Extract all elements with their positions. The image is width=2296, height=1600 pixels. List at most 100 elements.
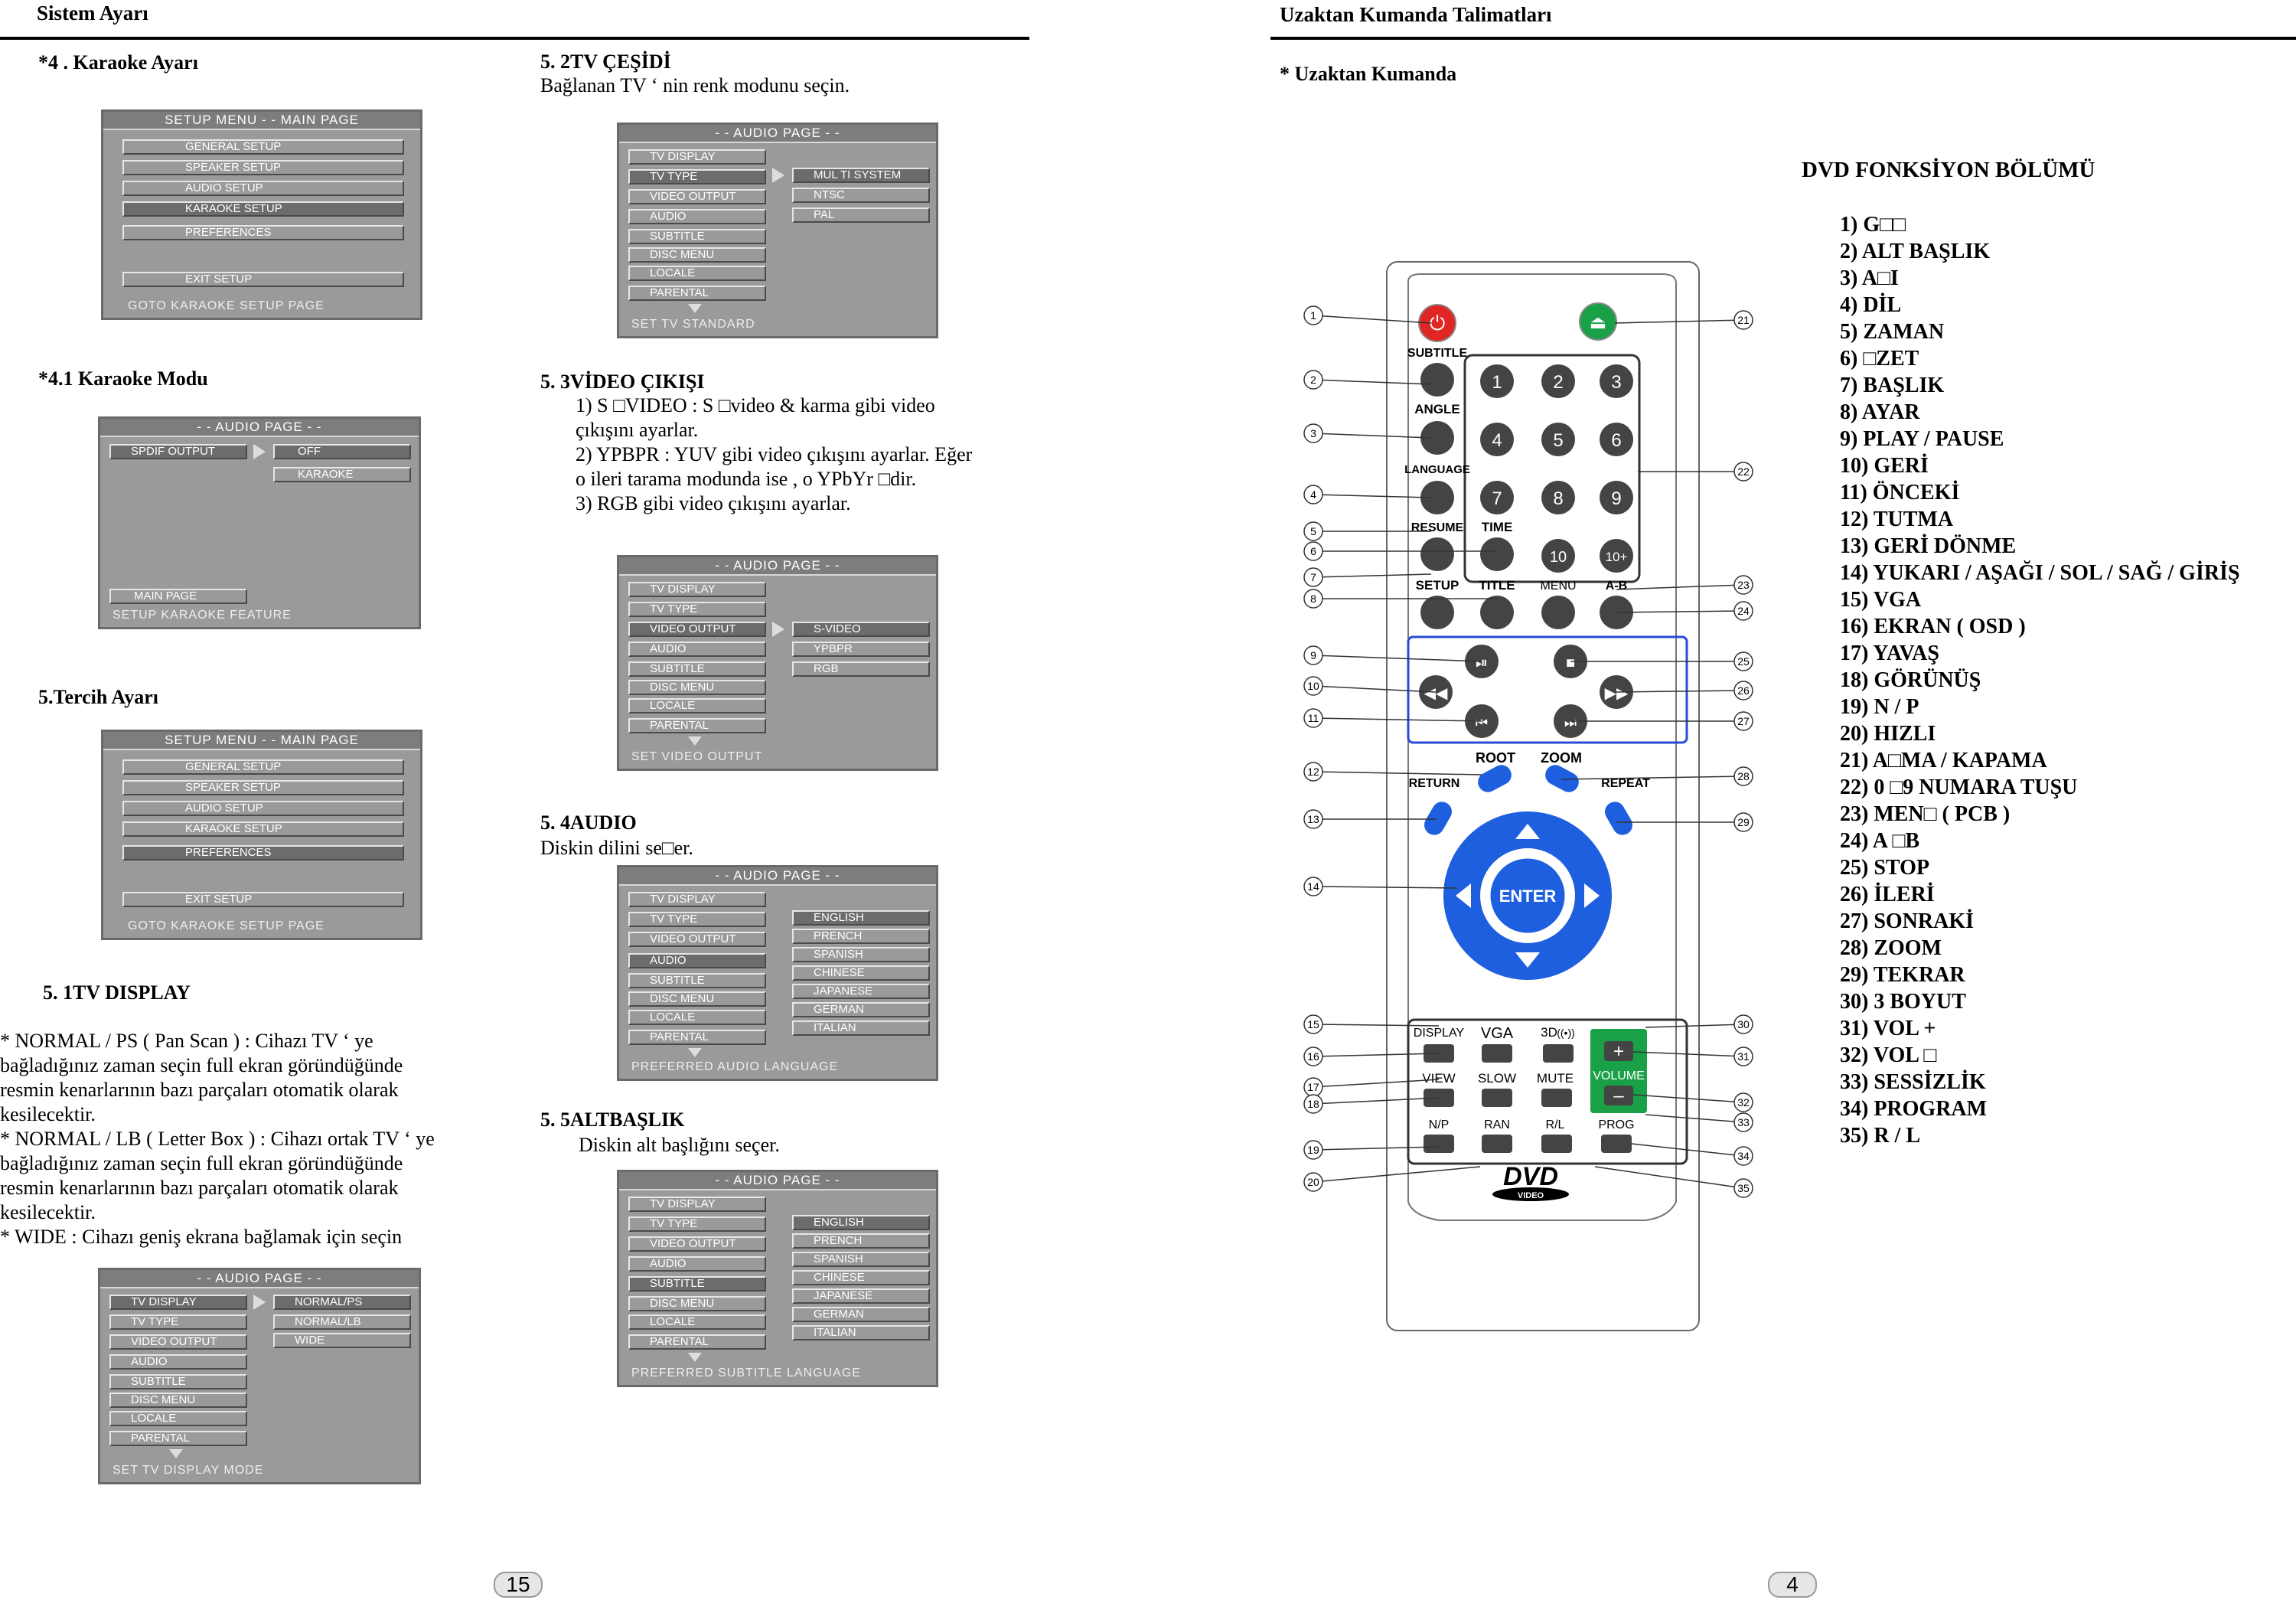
menu-label: MENU <box>1540 580 1576 593</box>
left-header-rule <box>0 37 1029 40</box>
np-button <box>1424 1135 1454 1153</box>
callout-number: 19 <box>1307 1144 1319 1156</box>
callout-marker <box>1303 762 1323 782</box>
callout-marker <box>1733 1112 1753 1132</box>
menu-foot: SET VIDEO OUTPUT <box>631 750 763 763</box>
enter-button <box>1488 856 1567 936</box>
legend-item: 10) GERİ <box>1840 454 1929 478</box>
callout-marker <box>1303 567 1323 587</box>
digit-1-button <box>1480 364 1514 398</box>
power-icon: ⏻ <box>1430 312 1446 335</box>
menu-foot: PREFERRED AUDIO LANGUAGE <box>631 1060 839 1073</box>
view-label: VIEW <box>1422 1071 1455 1086</box>
subtitle-title: 5. 5ALTBAŞLIK <box>540 1109 685 1131</box>
option: PRENCH <box>792 929 930 944</box>
arrow-right-icon <box>772 622 784 637</box>
power-button <box>1418 304 1456 342</box>
video-output-menu: - - AUDIO PAGE - - TV DISPLAY TV TYPE VI… <box>617 555 938 771</box>
left-page-number: 15 <box>494 1572 543 1598</box>
menu-title: - - AUDIO PAGE - - <box>100 419 419 437</box>
callout-marker <box>1303 809 1323 829</box>
callout-leader <box>1313 771 1482 776</box>
option: NORMAL/LB <box>273 1314 411 1330</box>
menu-main-page: MAIN PAGE <box>109 589 247 604</box>
pref-item: TV TYPE <box>628 1216 766 1232</box>
audio-title: 5. 4AUDIO <box>540 811 637 834</box>
digit-3-button <box>1600 364 1633 398</box>
callout-number: 21 <box>1737 314 1750 326</box>
callout-number: 32 <box>1737 1096 1750 1109</box>
setup-label: SETUP <box>1416 578 1459 593</box>
callout-leader <box>1313 1097 1440 1105</box>
callout-marker <box>1733 1146 1753 1166</box>
callout-leader <box>1645 1024 1744 1028</box>
digit-label: 7 <box>1492 488 1502 509</box>
digit-label: 1 <box>1492 372 1502 393</box>
legend-item: 15) VGA <box>1840 588 1922 612</box>
callout-number: 9 <box>1310 649 1316 661</box>
legend-item: 2) ALT BAŞLIK <box>1840 240 1991 263</box>
callout-number: 6 <box>1310 545 1316 557</box>
option: PAL <box>792 207 930 223</box>
digit-label: 10 <box>1550 549 1567 566</box>
karaoke-setup-title: *4 . Karaoke Ayarı <box>38 51 198 73</box>
callout-leader <box>1313 1166 1481 1183</box>
note-line: resmin kenarlarının bazı parçaları otoma… <box>0 1177 399 1199</box>
note-line: * WIDE : Cihazı geniş ekrana bağlamak iç… <box>0 1226 403 1248</box>
ran-label: RAN <box>1484 1118 1510 1131</box>
callout-marker <box>1733 462 1753 482</box>
right-arrow-icon <box>1584 883 1600 908</box>
menu-title: - - AUDIO PAGE - - <box>619 867 936 886</box>
pref-item: AUDIO <box>109 1354 247 1370</box>
digit-5-button <box>1541 423 1575 456</box>
time-label: TIME <box>1482 520 1513 534</box>
menu-foot: SETUP KARAOKE FEATURE <box>113 609 292 622</box>
callout-marker <box>1303 1172 1323 1192</box>
menu-foot: GOTO KARAOKE SETUP PAGE <box>128 919 325 932</box>
pref-item: VIDEO OUTPUT <box>628 189 766 204</box>
angle-label: ANGLE <box>1414 402 1460 416</box>
audio-desc: Diskin dilini se□er. <box>540 837 693 859</box>
callout-leader <box>1313 886 1458 889</box>
setup-menu-karaoke: SETUP MENU - - MAIN PAGE GENERAL SETUP S… <box>101 109 422 320</box>
dvd-logo: DVD <box>1503 1162 1558 1191</box>
callout-number: 23 <box>1737 579 1750 591</box>
callout-leader <box>1313 433 1432 439</box>
legend-item: 29) TEKRAR <box>1840 963 1965 987</box>
callout-number: 25 <box>1737 655 1750 668</box>
callout-leader <box>1614 319 1744 324</box>
pref-item: LOCALE <box>628 266 766 281</box>
tv-type-menu: - - AUDIO PAGE - - TV DISPLAY TV TYPE VI… <box>617 122 938 338</box>
video-output-items: 1) S □VIDEO : S □video & karma gibi vide… <box>576 393 972 516</box>
pref-item-selected: AUDIO <box>628 953 766 968</box>
callout-leader <box>1313 1146 1440 1151</box>
digit-label: 6 <box>1611 430 1621 451</box>
root-label: ROOT <box>1476 750 1515 766</box>
menu-title: - - AUDIO PAGE - - <box>100 1270 419 1288</box>
callout-marker <box>1303 1047 1323 1066</box>
left-header: Sistem Ayarı <box>37 2 148 24</box>
pref-item: VIDEO OUTPUT <box>628 932 766 947</box>
option: PRENCH <box>792 1233 930 1249</box>
callout-leader <box>1313 1024 1440 1027</box>
display-label: DISPLAY <box>1414 1027 1465 1040</box>
digit-2-button <box>1541 364 1575 398</box>
menu-title: - - AUDIO PAGE - - <box>619 125 936 143</box>
arrow-right-icon <box>772 168 784 183</box>
callout-marker <box>1733 575 1753 595</box>
legend-item: 13) GERİ DÖNME <box>1840 534 2017 558</box>
legend-item: 24) A □B <box>1840 829 1920 853</box>
option: SPANISH <box>792 947 930 962</box>
pref-item: VIDEO OUTPUT <box>109 1334 247 1350</box>
option: GERMAN <box>792 1002 930 1017</box>
digit-9-button <box>1600 481 1633 514</box>
menu-exit: EXIT SETUP <box>122 892 404 907</box>
ran-button <box>1482 1135 1512 1153</box>
next-icon: ⏭ <box>1564 715 1577 730</box>
right-header-rule <box>1270 37 2296 40</box>
pref-item: PARENTAL <box>628 718 766 733</box>
pref-item: SUBTITLE <box>628 229 766 244</box>
callout-number: 2 <box>1310 374 1316 386</box>
menu-title: - - AUDIO PAGE - - <box>619 557 936 576</box>
legend-item: 25) STOP <box>1840 856 1929 880</box>
